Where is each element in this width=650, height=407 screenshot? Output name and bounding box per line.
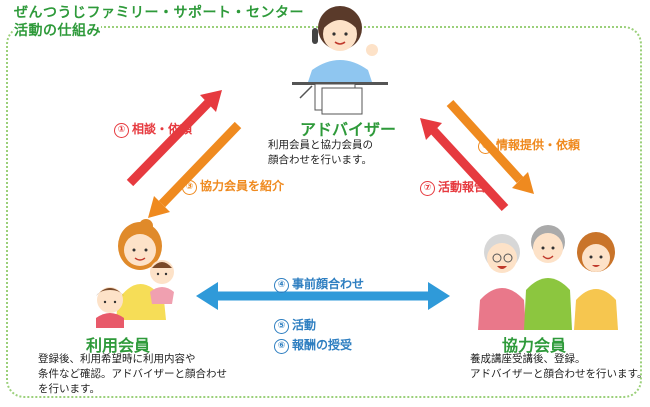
user-member-desc-line3: を行います。: [38, 383, 100, 395]
user-member-label: 利用会員: [86, 336, 151, 355]
step-6-number: ⑥: [274, 339, 289, 354]
step-2-text: 情報提供・依頼: [496, 138, 581, 152]
advisor-label: アドバイザー: [300, 120, 397, 139]
arrow-introduce: [148, 121, 242, 218]
advisor-desc-line2: 顔合わせを行います。: [268, 154, 372, 166]
step-7-number: ⑦: [420, 181, 435, 196]
step-2-number: ②: [478, 139, 493, 154]
step-4-number: ④: [274, 278, 289, 293]
coop-member-illustration: [478, 225, 618, 330]
advisor-desc-line1: 利用会員と協力会員の: [268, 139, 373, 151]
step-7-text: 活動報告: [438, 180, 487, 194]
step-4-text: 事前顔合わせ: [292, 277, 365, 291]
step-5-number: ⑤: [274, 319, 289, 334]
user-member-illustration: [96, 219, 174, 328]
page-subtitle: 活動の仕組み: [14, 22, 101, 40]
user-member-desc-line2: 条件など確認。アドバイザーと顔合わせ: [38, 368, 227, 380]
coop-member-desc-line1: 養成講座受講後、登録。: [470, 353, 586, 365]
page-title: ぜんつうじファミリー・サポート・センター: [14, 4, 304, 22]
arrow-consult: [126, 90, 222, 187]
step-1-text: 相談・依頼: [132, 122, 193, 136]
user-member-desc-line1: 登録後、利用希望時に利用内容や: [38, 353, 196, 365]
arrow-report: [420, 118, 509, 212]
step-3-text: 協力会員を紹介: [200, 179, 285, 193]
step-3-number: ③: [182, 180, 197, 195]
arrow-meeting: [196, 282, 450, 310]
step-1-number: ①: [114, 123, 129, 138]
coop-member-desc-line2: アドバイザーと顔合わせを行います。: [470, 368, 648, 380]
advisor-illustration: [292, 6, 388, 115]
coop-member-label: 協力会員: [502, 336, 567, 355]
step-5-text: 活動: [292, 318, 317, 332]
step-6-text: 報酬の授受: [292, 338, 353, 352]
